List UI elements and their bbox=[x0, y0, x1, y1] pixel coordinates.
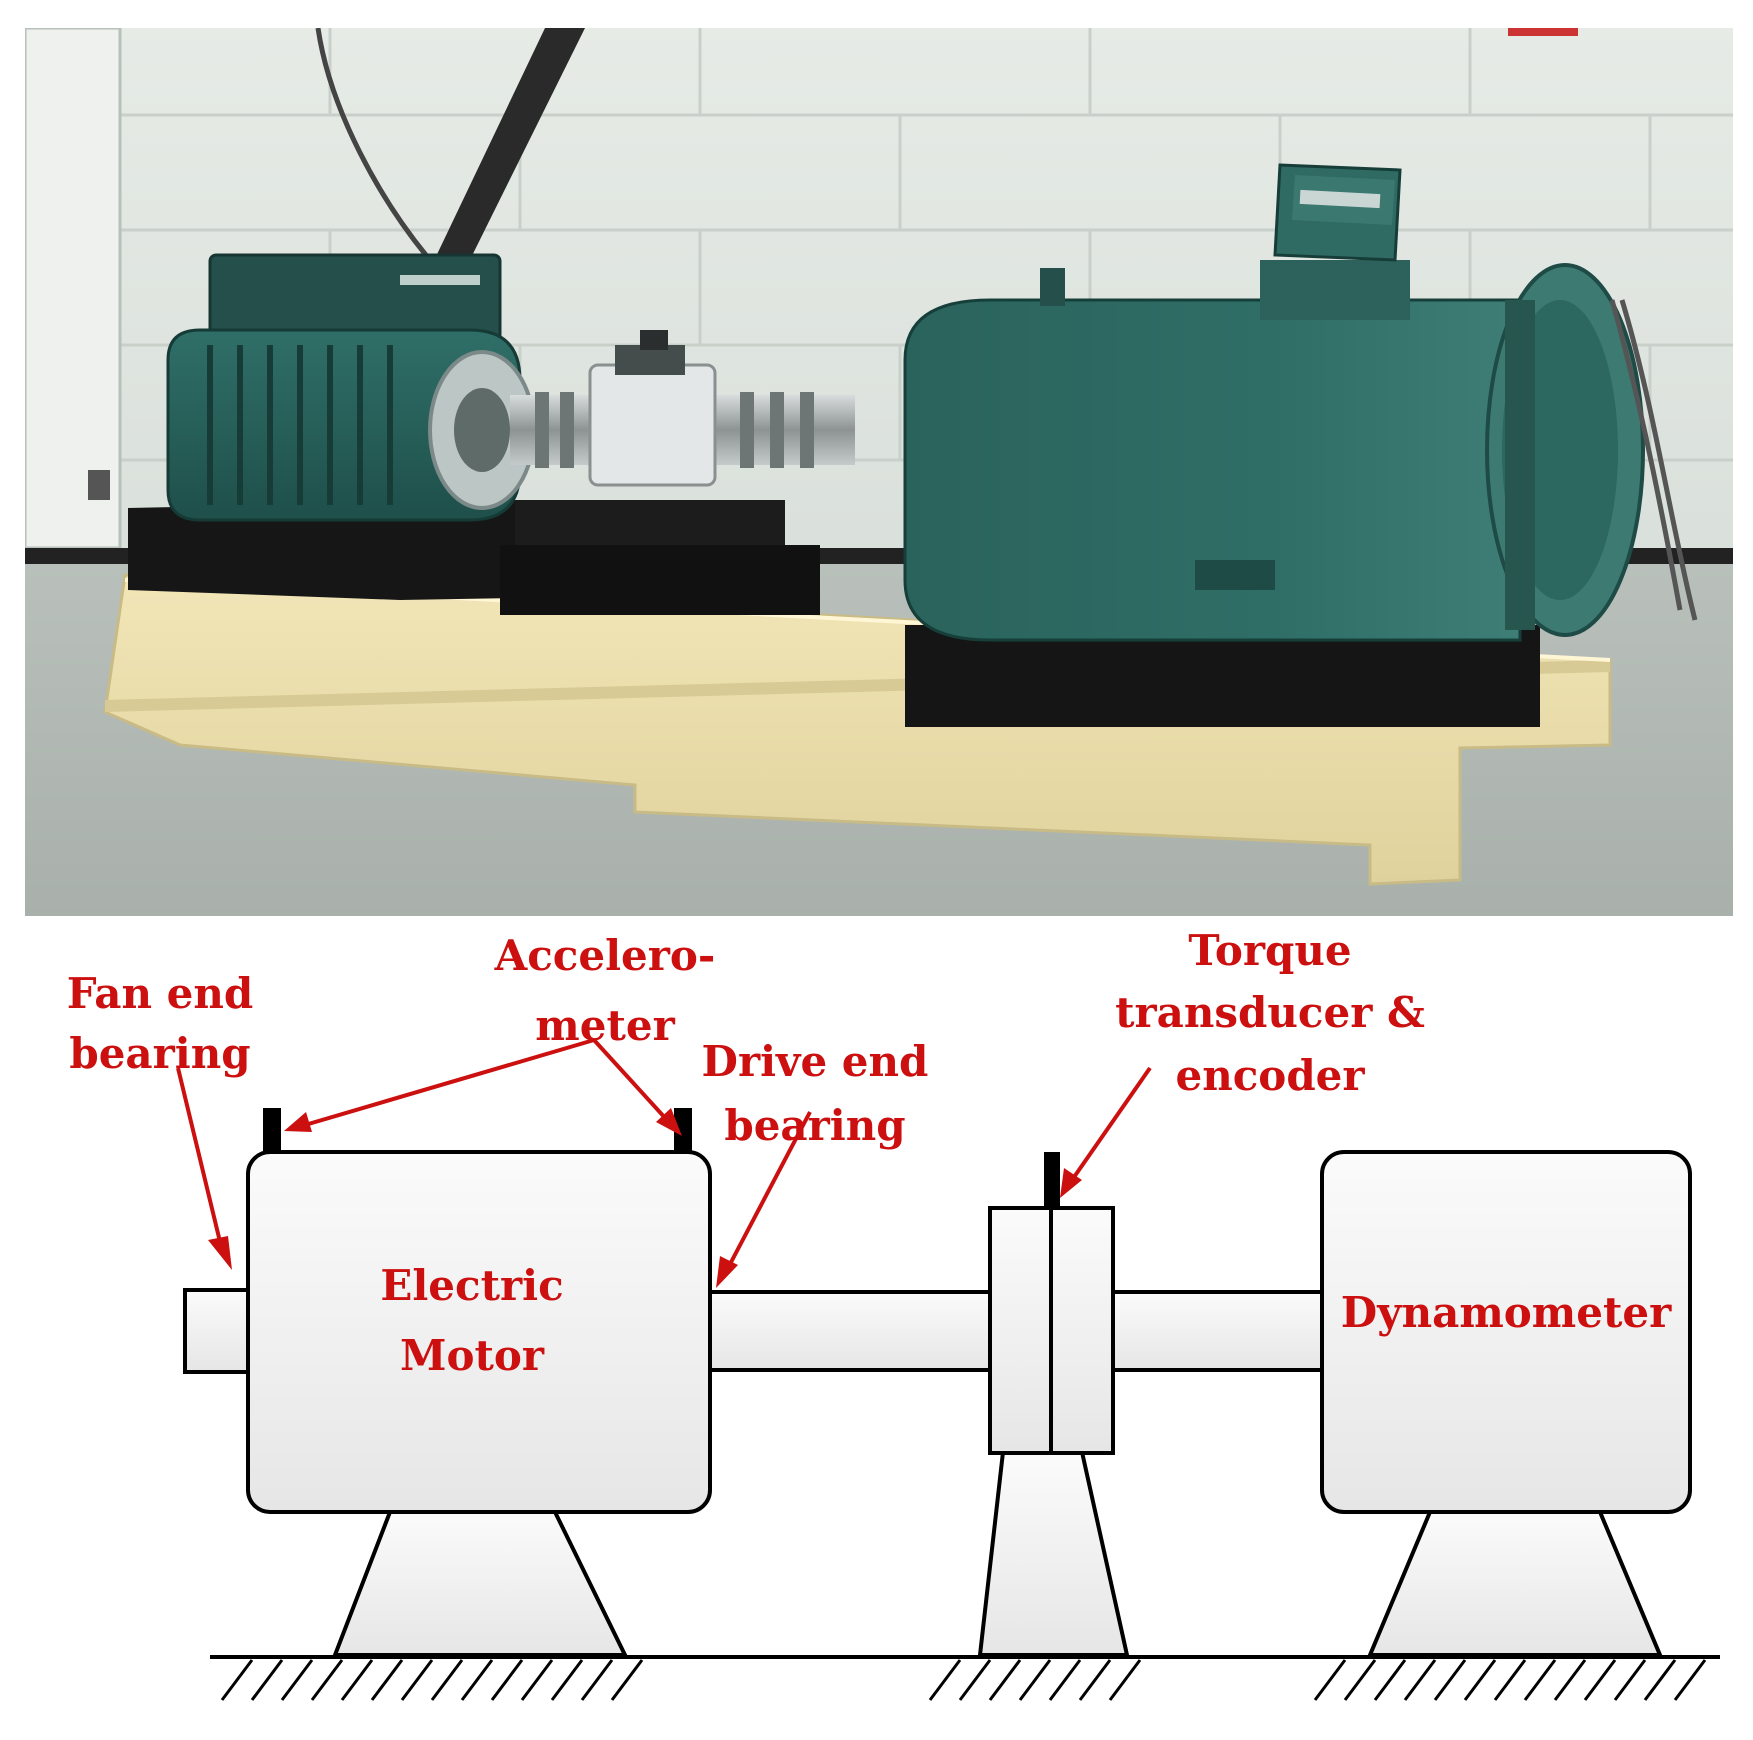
wall-tag bbox=[1508, 28, 1578, 36]
hanging-cable bbox=[315, 28, 432, 262]
wall-outlet bbox=[88, 470, 110, 500]
label-fan-end-line1: Fan end bbox=[67, 969, 254, 1018]
label-torque-line2: transducer & bbox=[1115, 988, 1425, 1037]
label-dynamometer: Dynamometer bbox=[1341, 1288, 1672, 1337]
dynamometer-photo bbox=[903, 163, 1698, 642]
label-fan-end-line2: bearing bbox=[69, 1029, 250, 1078]
dynamometer-support bbox=[1366, 1510, 1664, 1657]
arrowhead-drive-end bbox=[716, 1256, 738, 1288]
accelerometer-fan-end bbox=[263, 1108, 281, 1153]
label-torque-line3: encoder bbox=[1175, 1051, 1365, 1100]
arrowhead-accel-right bbox=[656, 1108, 682, 1136]
label-drive-end-line1: Drive end bbox=[702, 1037, 929, 1086]
arrowhead-accel-left bbox=[284, 1112, 312, 1132]
schematic-diagram: Fan end bearing Accelero- meter Drive en… bbox=[67, 926, 1720, 1701]
electric-motor-photo bbox=[166, 253, 536, 522]
cable-conduit bbox=[420, 28, 585, 290]
label-accelerometer-line1: Accelero- bbox=[494, 931, 716, 980]
motor-mount bbox=[128, 500, 820, 615]
dynamometer bbox=[1320, 1150, 1692, 1514]
electric-motor bbox=[246, 1150, 712, 1514]
encoder-sensor bbox=[1044, 1152, 1060, 1210]
arrow-heads bbox=[208, 1108, 1082, 1288]
arrowhead-fan-end bbox=[208, 1236, 232, 1270]
motor-test-rig-photo bbox=[25, 28, 1733, 916]
shaft-and-transducer-photo bbox=[510, 330, 855, 487]
door-frame bbox=[25, 28, 122, 550]
arrowhead-encoder bbox=[1060, 1168, 1082, 1198]
label-torque-line1: Torque bbox=[1188, 926, 1351, 975]
fan-end-stub bbox=[183, 1288, 252, 1374]
label-accelerometer-line2: meter bbox=[535, 1001, 675, 1050]
dynamometer-mount bbox=[905, 625, 1540, 727]
motor-support bbox=[332, 1510, 629, 1657]
accelerometer-drive-end bbox=[674, 1108, 692, 1153]
label-drive-end-line2: bearing bbox=[724, 1101, 905, 1150]
transducer-support bbox=[977, 1450, 1130, 1657]
ground-hatching bbox=[220, 1659, 1707, 1701]
label-electric: Electric bbox=[380, 1261, 563, 1310]
arrow-lines bbox=[176, 1038, 1152, 1269]
label-motor: Motor bbox=[400, 1331, 545, 1380]
